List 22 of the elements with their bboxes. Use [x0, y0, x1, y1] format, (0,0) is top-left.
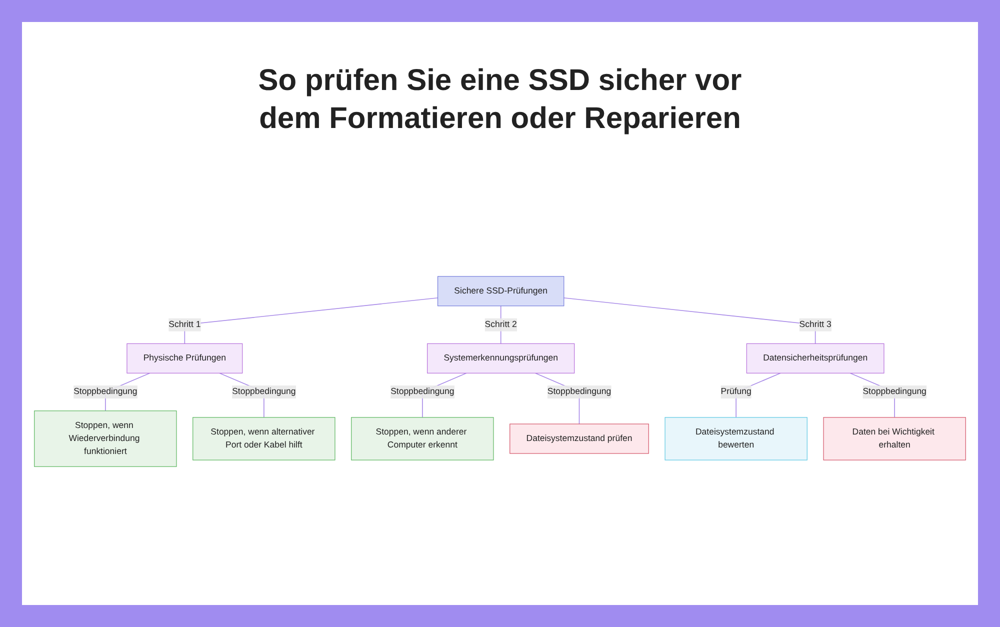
edge-label: Stoppbedingung: [862, 387, 926, 396]
node-box: Stoppen, wenn anderer Computer erkennt: [351, 417, 494, 460]
edge-label: Schritt 2: [484, 320, 517, 330]
edge-label: Schritt 3: [799, 320, 832, 330]
diagram-title: So prüfen Sie eine SSD sicher vor dem Formatieren oder Reparieren: [257, 63, 743, 137]
connector: [184, 297, 438, 344]
connector: [564, 297, 816, 344]
edge-label: Prüfung: [720, 387, 752, 396]
edge-label: Schritt 1: [168, 320, 201, 330]
edge-label: Stoppbedingung: [74, 387, 138, 396]
node-box: Dateisystemzustand bewerten: [664, 417, 808, 460]
node-box: Sichere SSD-Prüfungen: [438, 276, 564, 306]
node-box: Stoppen, wenn Wiederverbindung funktioniert: [34, 410, 177, 467]
node-box: Dateisystemzustand prüfen: [510, 424, 649, 454]
node-box: Datensicherheitsprüfungen: [746, 343, 884, 374]
node-box: Daten bei Wichtigkeit erhalten: [823, 417, 966, 460]
node-box: Stoppen, wenn alternativer Port oder Kabel hilft: [192, 417, 336, 460]
node-box: Systemerkennungsprüfungen: [427, 343, 575, 374]
edge-label: Stoppbedingung: [390, 387, 454, 396]
edge-label: Stoppbedingung: [232, 387, 296, 396]
node-box: Physische Prüfungen: [126, 343, 243, 374]
edge-label: Stoppbedingung: [547, 387, 612, 396]
